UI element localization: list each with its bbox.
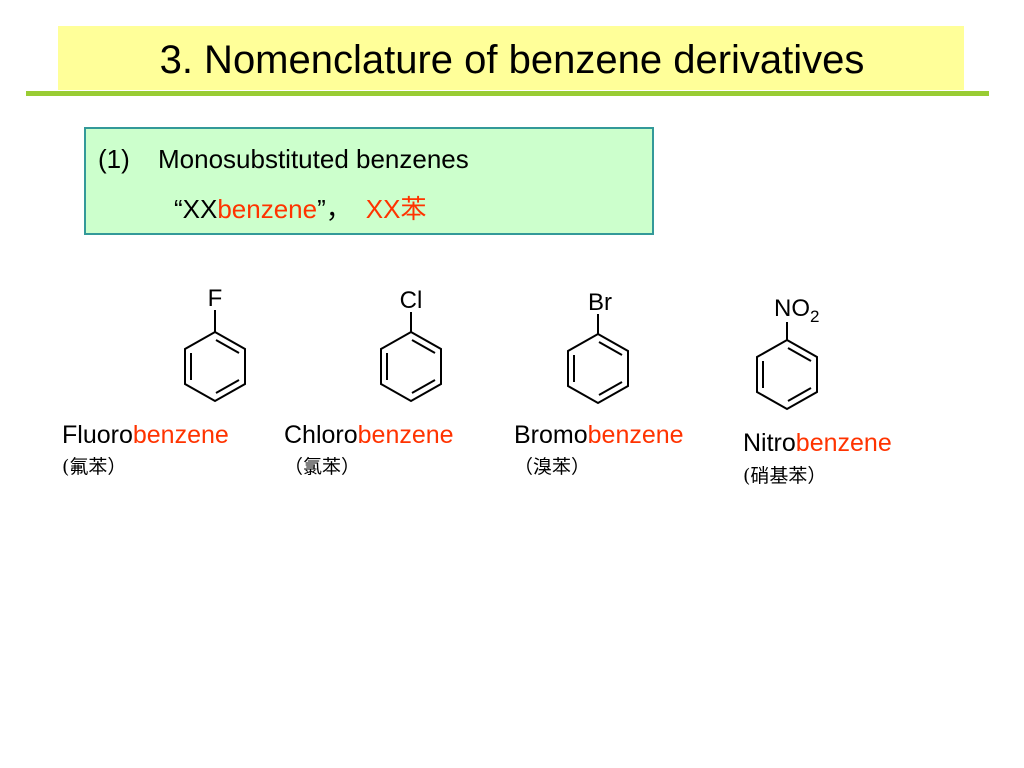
double-bond [787,347,812,362]
topic-heading: Monosubstituted benzenes [158,144,469,174]
bromobenzene-structure: Br [567,289,629,405]
name-suffix: benzene [587,421,684,449]
chlorobenzene-structure: Cl [380,287,442,403]
topic-box: (1) Monosubstituted benzenes “XXbenzene”，… [84,127,654,235]
double-bond [787,387,812,402]
nitrobenzene-structure: NO2 [756,295,819,411]
name-suffix: benzene [357,421,454,449]
compound-name: Nitrobenzene [743,428,892,458]
substituent-label: Br [588,289,612,316]
substituent-label: F [208,285,223,312]
double-bond [598,381,623,396]
name-prefix: Fluoro [62,421,133,449]
name-prefix: Bromo [514,421,588,449]
double-bond [411,339,436,354]
chinese-name: (氟苯） [62,456,127,478]
double-bond [411,379,436,394]
compound-name: Chlorobenzene [284,420,454,450]
naming-pattern: “XXbenzene”， XX苯 [174,193,426,225]
fluorobenzene-structure: F [184,285,246,403]
double-bond [215,339,240,354]
pattern-chinese: XX苯 [365,194,427,224]
topic-heading-line: (1) Monosubstituted benzenes [98,143,469,175]
substituent-main: NO [774,295,810,322]
benzene-ring [380,330,442,403]
compound-name: Bromobenzene [514,420,684,450]
double-bond [215,379,240,394]
double-bond [598,341,623,356]
pattern-close: ”， [317,194,352,224]
pattern-open: “XX [174,194,218,224]
benzene-ring [184,330,246,403]
title-band [58,26,964,90]
name-prefix: Chloro [284,421,358,449]
name-suffix: benzene [132,421,229,449]
substituent-subscript: 2 [810,307,819,326]
name-prefix: Nitro [743,429,796,457]
slide-title: 3. Nomenclature of benzene derivatives [159,38,865,82]
pattern-benzene: benzene [217,194,318,224]
compound-name: Fluorobenzene [62,420,229,450]
topic-number: (1) [98,144,130,174]
benzene-ring [567,332,629,405]
substituent-label: Cl [400,287,423,314]
chinese-name: （氯苯） [284,456,361,478]
benzene-ring [756,338,818,411]
chinese-name: (硝基苯） [743,465,827,487]
name-suffix: benzene [795,429,892,457]
chinese-name: （溴苯） [514,456,591,478]
substituent-label: NO2 [774,295,819,326]
title-rule [26,91,989,96]
